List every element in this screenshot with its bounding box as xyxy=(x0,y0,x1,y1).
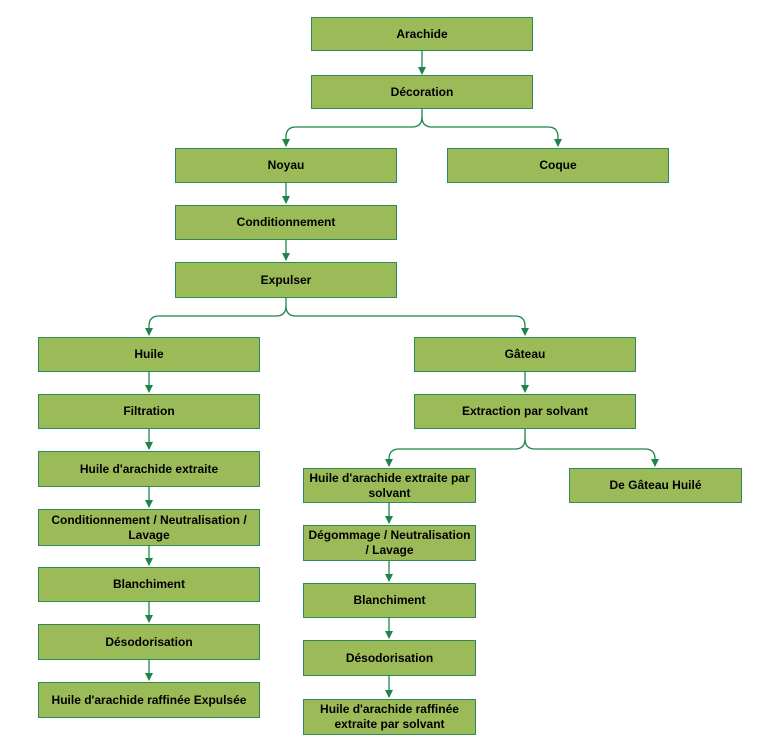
node-coque: Coque xyxy=(447,148,669,183)
edge-decoration-noyau xyxy=(282,109,423,147)
node-degommage: Dégommage / Neutralisation / Lavage xyxy=(303,525,476,561)
node-blanchiment-left: Blanchiment xyxy=(38,567,260,602)
node-filtration: Filtration xyxy=(38,394,260,429)
edge-expulser-huile xyxy=(145,298,287,336)
node-huile-raffinee-solvant: Huile d'arachide raffinée extraite par s… xyxy=(303,699,476,735)
node-desodorisation-right: Désodorisation xyxy=(303,640,476,676)
edge-expulser-gateau xyxy=(285,305,529,336)
node-huile-extraite: Huile d'arachide extraite xyxy=(38,451,260,487)
node-expulser: Expulser xyxy=(175,262,397,298)
node-conditionnement-neutralisation: Conditionnement / Neutralisation / Lavag… xyxy=(38,509,260,546)
node-conditionnement: Conditionnement xyxy=(175,205,397,240)
node-huile-extraite-solvant: Huile d'arachide extraite par solvant xyxy=(303,468,476,503)
node-gateau-huile: De Gâteau Huilé xyxy=(569,468,742,503)
node-huile-raffinee-expulsee: Huile d'arachide raffinée Expulsée xyxy=(38,682,260,718)
node-decoration: Décoration xyxy=(311,75,533,109)
node-huile: Huile xyxy=(38,337,260,372)
node-noyau: Noyau xyxy=(175,148,397,183)
edge-extraction-gateau-huile xyxy=(524,438,659,467)
node-gateau: Gâteau xyxy=(414,337,636,372)
edge-decoration-coque xyxy=(421,116,562,147)
node-desodorisation-left: Désodorisation xyxy=(38,624,260,660)
edge-extraction-huile-solvant xyxy=(385,429,526,467)
node-arachide: Arachide xyxy=(311,17,533,51)
node-extraction-solvant: Extraction par solvant xyxy=(414,394,636,429)
node-blanchiment-right: Blanchiment xyxy=(303,583,476,618)
